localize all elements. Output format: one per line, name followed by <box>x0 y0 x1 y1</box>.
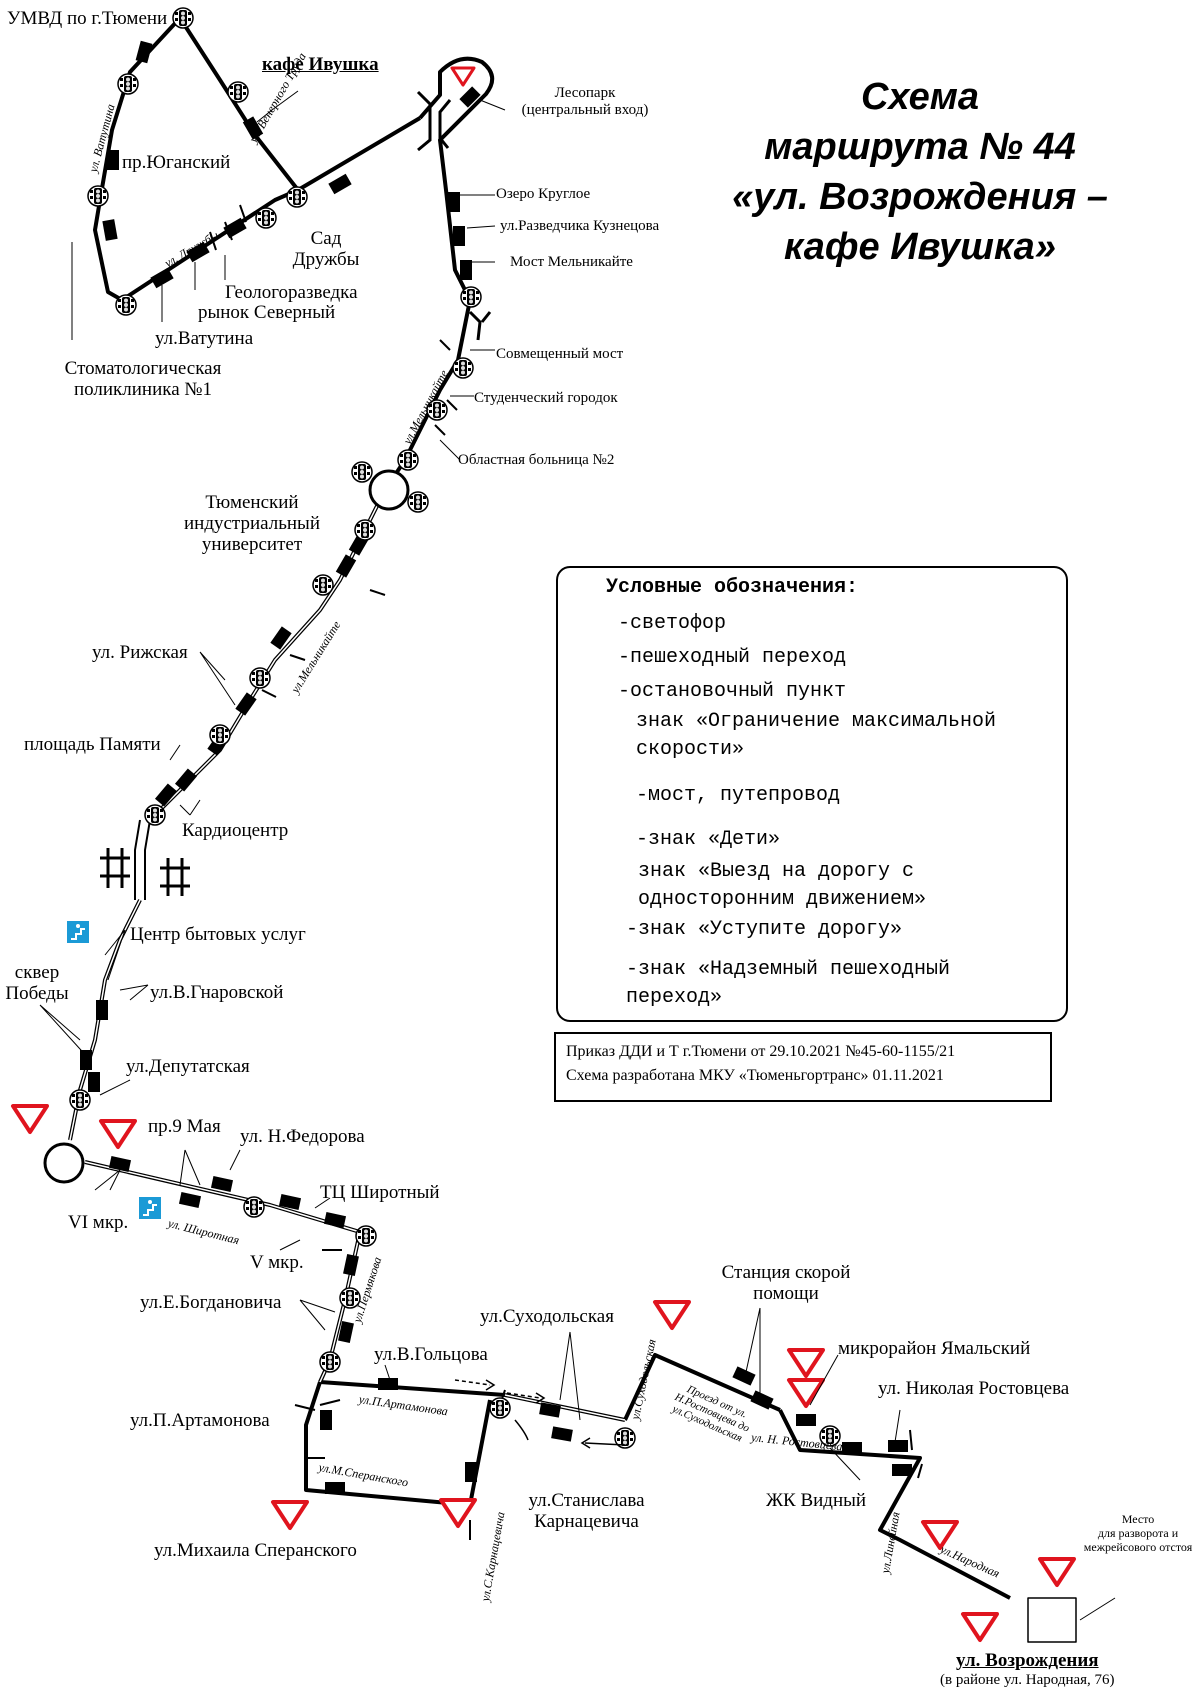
order-line-1: Приказ ДДИ и Т г.Тюмени от 29.10.2021 №4… <box>566 1043 956 1060</box>
stop-label-yugansky: пр.Юганский <box>122 152 231 173</box>
legend-item-ustupi: -знак «Уступите дорогу» <box>626 918 903 941</box>
stop-label-obl: Областная больница №2 <box>458 452 615 468</box>
stop-label-speran: ул.Михаила Сперанского <box>154 1540 357 1561</box>
stop-label-rizh: ул. Рижская <box>92 642 188 663</box>
map-title: Схема маршрута № 44 «ул. Возрождения – к… <box>690 72 1150 272</box>
stop-label-kafe: кафе Ивушка <box>262 54 379 75</box>
stop-label-ozero: Озеро Круглое <box>496 186 591 202</box>
stop-label-ploshad: площадь Памяти <box>24 734 161 755</box>
stop-label-rynok: рынок Северный <box>198 302 336 323</box>
legend-item-perehod: -пешеходный переход <box>618 646 847 669</box>
legend-item-ostanovka: -остановочный пункт <box>618 680 847 703</box>
title-line-1: Схема <box>860 76 979 118</box>
stop-label-sovm: Совмещенный мост <box>496 346 624 362</box>
stop-label-vatutina: ул.Ватутина <box>155 328 254 349</box>
order-box: Приказ ДДИ и Т г.Тюмени от 29.10.2021 №4… <box>554 1032 1052 1102</box>
stop-label-lesopark: Лесопарк(центральный вход) <box>521 85 649 118</box>
stop-label-pr9: пр.9 Мая <box>148 1116 221 1137</box>
stop-label-geolog: Геологоразведка <box>225 282 358 303</box>
stop-label-deput: ул.Депутатская <box>126 1056 250 1077</box>
leader-lines <box>39 90 1116 1621</box>
stop-label-tc: ТЦ Широтный <box>320 1182 440 1203</box>
stop-label-bogd: ул.Е.Богдановича <box>140 1292 282 1313</box>
stop-label-stud: Студенческий городок <box>474 390 618 406</box>
direction-arrows <box>454 1379 626 1449</box>
stop-label-centr: Центр бытовых услуг <box>130 924 306 945</box>
destination-label: ул. Возрождения (в районе ул. Народная, … <box>940 1650 1115 1688</box>
stop-label-vi: VI мкр. <box>68 1212 129 1233</box>
stop-label-most-mel: Мост Мельникайте <box>510 254 633 270</box>
stop-label-rost: ул. Николая Ростовцева <box>878 1378 1070 1399</box>
stop-label-kardio: Кардиоцентр <box>182 820 289 841</box>
stop-label-nfed: ул. Н.Федорова <box>240 1126 365 1147</box>
legend-item-oneway: знак «Выезд на дорогу с односторонним дв… <box>638 860 927 911</box>
legend-item-svetofor: -светофор <box>618 612 727 635</box>
stop-label-suhod: ул.Суходольская <box>480 1306 614 1327</box>
roundabout-south <box>43 1142 85 1184</box>
legend: Условные обозначения: -светофор -пешеход… <box>556 566 1068 1022</box>
stop-label-gnar: ул.В.Гнаровской <box>150 982 284 1003</box>
title-line-2: маршрута № 44 <box>764 126 1076 168</box>
title-line-3: «ул. Возрождения – <box>732 176 1108 218</box>
stop-label-artam: ул.П.Артамонова <box>130 1410 270 1431</box>
stop-label-v: V мкр. <box>250 1252 304 1273</box>
bridge-marks <box>416 90 492 341</box>
order-line-2: Схема разработана МКУ «Тюменьгортранс» 0… <box>566 1067 944 1084</box>
stop-label-golc: ул.В.Гольцова <box>374 1344 488 1365</box>
legend-item-deti: -знак «Дети» <box>636 828 781 851</box>
legend-item-speed: знак «Ограничение максимальной скорости» <box>636 710 997 761</box>
stop-label-yamal: микрорайон Ямальский <box>838 1338 1031 1359</box>
bus-stops <box>80 40 912 1494</box>
stop-label-razved: ул.Разведчика Кузнецова <box>500 218 660 234</box>
legend-item-nadzem: -знак «Надземный пешеходный переход» <box>626 958 951 1009</box>
roundabout-north <box>368 469 410 511</box>
overpass-bars <box>100 848 190 896</box>
stop-label-umvd: УМВД по г.Тюмени <box>7 8 168 29</box>
legend-title: Условные обозначения: <box>606 576 859 599</box>
crossings <box>209 204 923 1540</box>
title-line-4: кафе Ивушка» <box>784 226 1056 268</box>
stop-label-vidny: ЖК Видный <box>766 1490 867 1511</box>
legend-item-most: -мост, путепровод <box>636 784 841 807</box>
